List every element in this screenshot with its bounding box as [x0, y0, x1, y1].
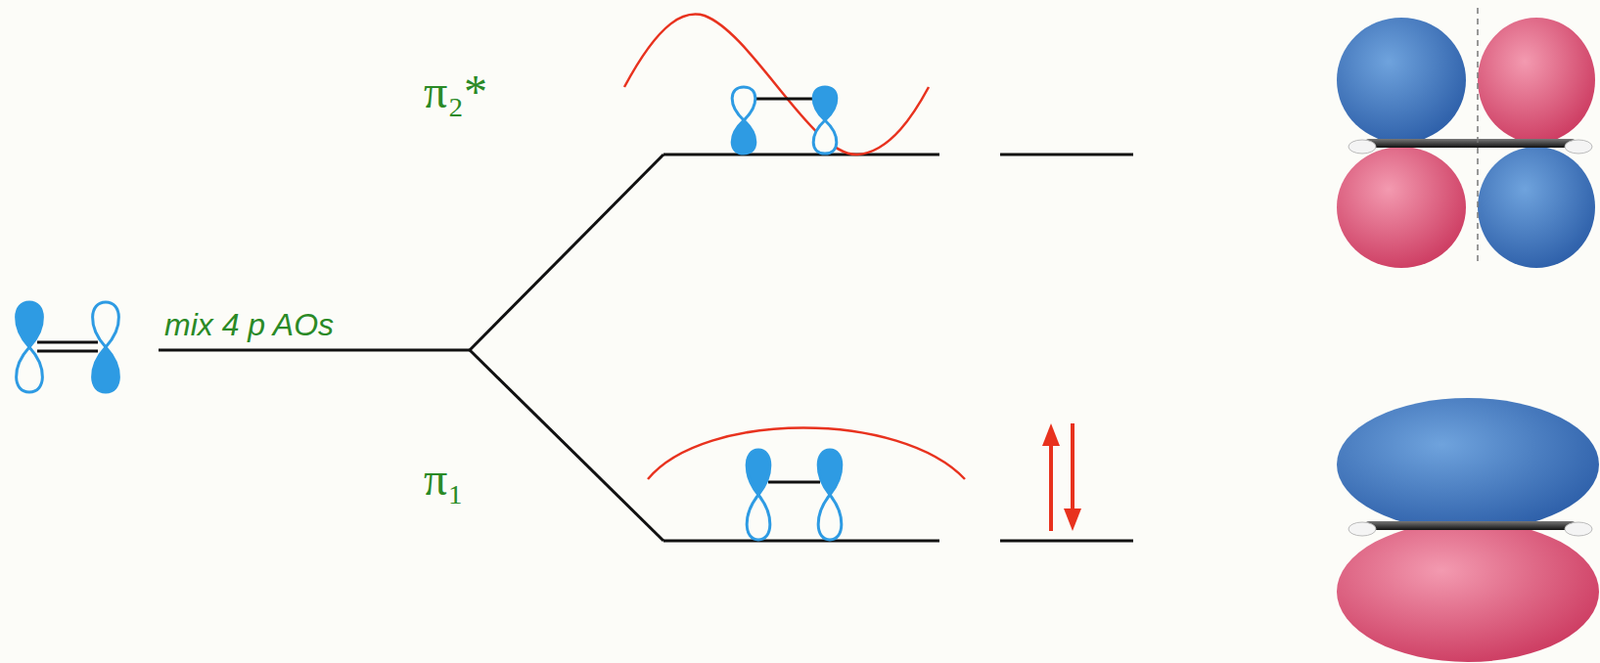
p-orbitals: [16, 87, 842, 541]
nodal-plane: [1476, 7, 1479, 267]
mixing-note: mix 4 p AOs: [164, 309, 334, 341]
p-lobe: [818, 450, 842, 496]
arrow-head: [1063, 508, 1082, 532]
arrow-head: [1042, 423, 1060, 447]
lobe: [1477, 17, 1596, 143]
pi-render: [1336, 398, 1600, 663]
p-lobe: [818, 495, 842, 541]
lobe: [1477, 146, 1596, 269]
hydrogen: [1564, 522, 1593, 537]
p-lobe: [746, 495, 771, 541]
p-lobe: [731, 120, 756, 154]
orbital-label: π₂*: [423, 68, 488, 116]
lobe: [1336, 146, 1466, 269]
mo-level: [663, 153, 940, 157]
p-lobe: [746, 450, 771, 496]
p-lobe: [813, 120, 837, 154]
p-lobe: [92, 347, 120, 393]
wave-envelope: [624, 14, 929, 156]
bond-lines: [37, 98, 821, 483]
electron-pair: [1042, 423, 1082, 532]
occupancy-level: [1000, 540, 1134, 544]
ao-level: [158, 349, 470, 353]
bond: [753, 97, 817, 101]
molecule-stick: [1365, 138, 1576, 148]
p-lobe: [16, 347, 44, 393]
lobe: [1336, 398, 1600, 532]
spin-down-arrow: [1070, 423, 1075, 513]
hydrogen: [1348, 522, 1376, 537]
lobe: [1336, 17, 1466, 143]
p-lobe: [16, 302, 44, 348]
spin-up-arrow: [1049, 442, 1053, 532]
orbital-label: π₁: [423, 456, 464, 503]
bond: [37, 350, 98, 354]
energy-levels: [158, 154, 1134, 542]
wave-envelope: [647, 428, 965, 481]
hydrogen: [1348, 139, 1376, 154]
bond: [37, 341, 98, 345]
molecule-stick: [1365, 521, 1576, 531]
bond: [768, 481, 821, 485]
p-lobe: [92, 302, 120, 348]
occupancy-level: [1000, 153, 1134, 157]
mo-level: [663, 540, 940, 544]
lobe: [1336, 521, 1600, 663]
p-lobe: [731, 87, 756, 121]
p-lobe: [813, 87, 837, 121]
hydrogen: [1564, 139, 1593, 154]
pi-star-render: [1336, 7, 1596, 269]
correlation-line: [469, 350, 664, 542]
correlation-line: [469, 154, 664, 351]
